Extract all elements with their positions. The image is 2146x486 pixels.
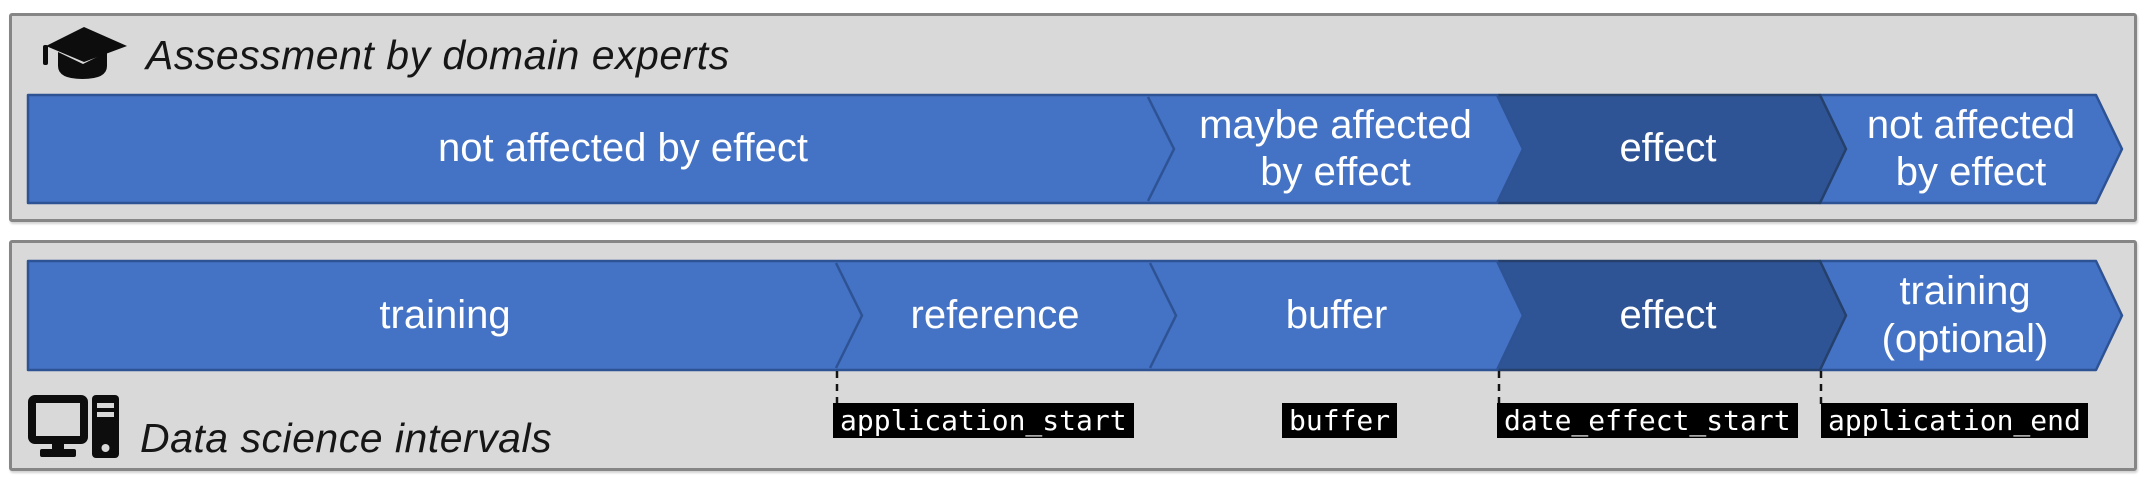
expert-timeline-bar <box>26 93 2124 205</box>
marker-label-buffer: buffer <box>1282 403 1398 438</box>
marker-label-date-effect-start: date_effect_start <box>1497 403 1798 438</box>
marker-label-application-start: application_start <box>833 403 1134 438</box>
ds-panel-title: Data science intervals <box>140 414 553 461</box>
segment-shape-training-reference-buffer <box>26 259 1525 372</box>
segment-shape-not-affected-end <box>1818 93 2124 205</box>
segment-shape-not-affected-maybe <box>26 93 1525 205</box>
graduation-cap-icon <box>43 27 127 79</box>
segment-shape-training-optional <box>1818 259 2124 372</box>
marker-dashed-lines <box>835 371 1823 404</box>
chevron-separator <box>834 262 864 369</box>
chevron-separator <box>1148 262 1178 369</box>
chevron-separator <box>1146 96 1176 202</box>
expert-panel-title: Assessment by domain experts <box>146 31 730 78</box>
segment-shape-effect-expert <box>1496 93 1848 205</box>
ds-timeline-bar <box>26 259 2124 372</box>
segment-shape-effect-ds <box>1496 259 1848 372</box>
marker-label-application-end: application_end <box>1821 403 2088 438</box>
computer-icon <box>28 395 119 458</box>
